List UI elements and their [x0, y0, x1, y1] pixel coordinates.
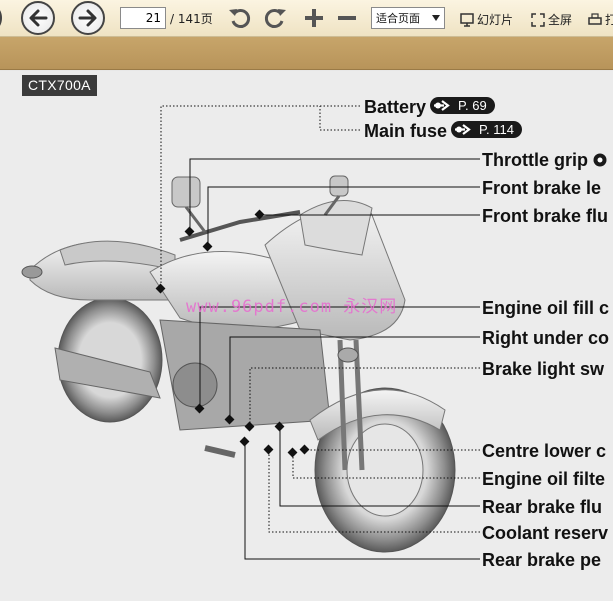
label-right-under-cover: Right under co [482, 328, 609, 348]
back-button[interactable] [21, 1, 55, 35]
label-front-brake-lever: Front brake le [482, 178, 602, 198]
watermark-text: www.96pdf.com 永汉网 [186, 297, 398, 317]
label-throttle-grip-text: Throttle grip [482, 150, 588, 170]
partial-button-icon[interactable] [0, 2, 4, 34]
label-engine-oil-fill: Engine oil fill c [482, 298, 610, 318]
label-battery-text: Battery [364, 97, 427, 117]
page-ref-battery[interactable]: P. 69 [430, 97, 495, 114]
back-arrow-icon [29, 9, 48, 27]
page-ref-partial-icon[interactable] [593, 153, 607, 167]
forward-button[interactable] [71, 1, 105, 35]
zoom-select-value: 适合页面 [376, 12, 420, 25]
label-throttle-grip: Throttle grip [482, 150, 607, 170]
label-main-fuse-text: Main fuse [364, 121, 448, 141]
page-number-input[interactable] [120, 7, 166, 29]
zoom-in-icon [305, 9, 323, 27]
rotate-right-icon [264, 9, 286, 28]
zoom-select[interactable]: 适合页面 [371, 7, 445, 29]
page-ref-main-fuse[interactable]: P. 114 [451, 121, 522, 138]
model-tag: CTX700A [22, 75, 97, 96]
forward-arrow-icon [78, 9, 97, 27]
print-icon [588, 12, 602, 25]
page-total-label: / 141页 [170, 12, 213, 26]
slideshow-icon [460, 12, 474, 27]
zoom-out-icon [338, 16, 356, 20]
rotate-right-button[interactable] [263, 6, 287, 30]
slideshow-label: 幻灯片 [477, 13, 514, 27]
rotate-left-icon [229, 9, 251, 28]
label-centre-lower-cover: Centre lower c [482, 441, 607, 461]
page-ref-main-fuse-text: P. 114 [479, 121, 514, 137]
page-ref-battery-text: P. 69 [458, 97, 487, 113]
zoom-in-button[interactable] [303, 7, 325, 29]
slideshow-button[interactable]: 幻灯片 [460, 11, 513, 28]
arrow-right-icon [434, 100, 450, 111]
print-label: 打 [605, 13, 613, 27]
label-battery: Battery P. 69 [364, 97, 495, 117]
fullscreen-label: 全屏 [548, 13, 573, 27]
zoom-out-button[interactable] [336, 7, 358, 29]
chevron-down-icon [432, 15, 440, 21]
rotate-left-button[interactable] [228, 6, 252, 30]
viewer-toolbar: / 141页 适合页面 幻灯片 全屏 [0, 0, 613, 37]
label-engine-oil-filter: Engine oil filte [482, 469, 606, 489]
label-rear-brake-fluid: Rear brake flu [482, 497, 603, 517]
label-main-fuse: Main fuse P. 114 [364, 121, 522, 141]
document-page: CTX700A [0, 71, 613, 601]
label-coolant-reservoir: Coolant reserv [482, 523, 609, 543]
fullscreen-button[interactable]: 全屏 [531, 11, 572, 28]
label-brake-light-switch: Brake light sw [482, 359, 605, 379]
document-header-bar [0, 37, 613, 70]
motorcycle-illustration [21, 105, 480, 560]
label-front-brake-fluid: Front brake flu [482, 206, 609, 226]
print-button[interactable]: 打 [588, 11, 613, 28]
label-rear-brake-pedal: Rear brake pe [482, 550, 602, 570]
arrow-right-icon [455, 124, 471, 135]
fullscreen-icon [531, 12, 545, 27]
